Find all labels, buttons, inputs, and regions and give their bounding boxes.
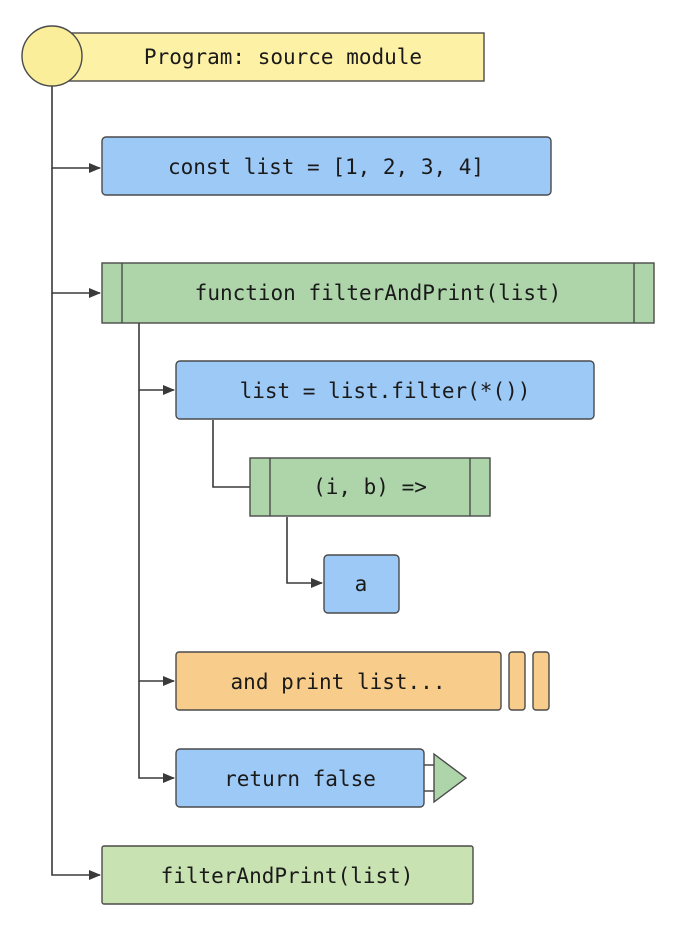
- function-box: [101, 262, 655, 324]
- node-a: a: [323, 554, 400, 614]
- connector-function-to-return: [138, 681, 175, 783]
- program-label: Program: source module: [144, 45, 422, 69]
- a-label: a: [355, 572, 368, 596]
- return-triangle-icon: [433, 752, 468, 804]
- connector-arrow-fn-to-a: [286, 517, 323, 588]
- node-call-filter-and-print: filterAndPrint(list): [101, 845, 474, 905]
- connector-program-to-function: [51, 168, 101, 298]
- program-start-circle: [21, 25, 83, 87]
- program-node: Program: source module: [21, 25, 485, 87]
- return-false-label: return false: [224, 767, 376, 791]
- list-filter-label: list = list.filter(*()): [240, 379, 531, 403]
- node-arrow-function: (i, b) =>: [249, 457, 491, 517]
- node-function-filter-and-print: function filterAndPrint(list): [101, 262, 655, 324]
- return-false-box: [175, 748, 425, 808]
- node-print-list: and print list...: [175, 651, 550, 711]
- connector-program-to-const: [51, 84, 101, 173]
- return-connector-lines: [424, 764, 434, 792]
- print-list-label: and print list...: [231, 670, 446, 694]
- node-list-filter: list = list.filter(*()): [175, 360, 595, 420]
- print-list-bar-1: [508, 651, 526, 711]
- connector-function-to-print-list: [138, 390, 175, 686]
- arrow-fn-label: (i, b) =>: [313, 475, 427, 499]
- print-list-bar-2: [532, 651, 550, 711]
- const-list-label: const list = [1, 2, 3, 4]: [168, 155, 484, 179]
- connector-program-to-call: [51, 293, 101, 880]
- connector-filter-to-arrow-fn: [212, 420, 250, 488]
- call-box: [101, 845, 474, 905]
- a-box: [323, 554, 400, 614]
- node-return-false: return false: [175, 748, 468, 808]
- connectors: [51, 84, 323, 880]
- list-filter-box: [175, 360, 595, 420]
- print-list-box: [175, 651, 502, 711]
- connector-function-to-list-filter: [138, 323, 175, 395]
- function-label: function filterAndPrint(list): [195, 281, 562, 305]
- const-list-box: [101, 136, 552, 196]
- call-label: filterAndPrint(list): [161, 864, 414, 888]
- arrow-fn-box: [249, 457, 491, 517]
- node-const-list: const list = [1, 2, 3, 4]: [101, 136, 552, 196]
